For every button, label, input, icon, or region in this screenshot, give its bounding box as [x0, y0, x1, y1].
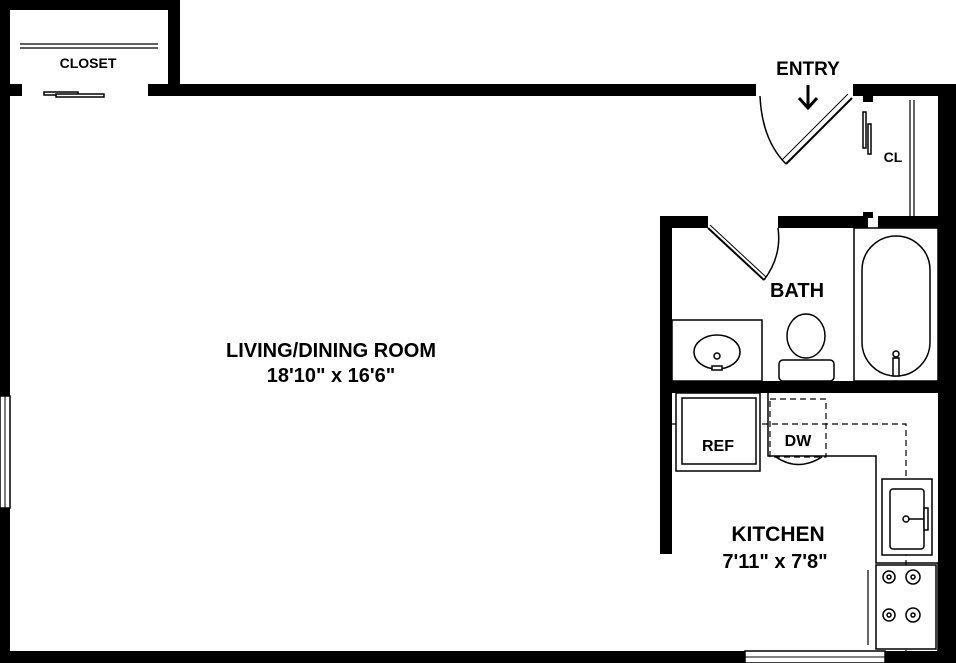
closet: CLOSET	[20, 43, 158, 98]
toilet	[778, 313, 835, 382]
entry-door[interactable]	[759, 93, 853, 165]
living-room-dims: 18'10" x 16'6"	[267, 365, 396, 387]
kitchen-sink	[881, 478, 933, 556]
ref-label: REF	[702, 438, 734, 455]
left-window	[0, 395, 11, 509]
bathtub	[853, 227, 939, 382]
kitchen-dims: 7'11" x 7'8"	[722, 551, 827, 573]
interior-walls	[660, 96, 948, 554]
entry-closet-label: CL	[884, 149, 903, 165]
right-closet-window	[909, 100, 915, 216]
vanity-sink	[671, 319, 763, 382]
refrigerator	[675, 392, 761, 472]
stove	[867, 564, 937, 650]
bath-label: BATH	[770, 280, 824, 302]
arrow-down-icon	[797, 85, 819, 111]
closet-label: CLOSET	[60, 55, 117, 71]
entry-closet: CL	[862, 111, 903, 165]
bath-door[interactable]	[707, 224, 780, 281]
dishwasher	[769, 398, 827, 466]
windows	[0, 100, 915, 663]
bottom-window	[744, 650, 886, 663]
kitchen-label: KITCHEN	[731, 523, 824, 546]
living-room-label: LIVING/DINING ROOM	[226, 340, 436, 362]
entry-label: ENTRY	[776, 59, 840, 80]
dw-label: DW	[785, 433, 813, 450]
